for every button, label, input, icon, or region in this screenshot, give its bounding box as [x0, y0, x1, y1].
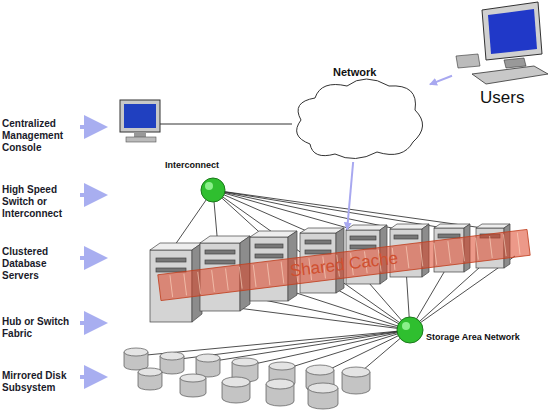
- users-computer: Users: [452, 0, 552, 112]
- connector-arrow: [347, 162, 353, 229]
- console-link: [160, 124, 292, 125]
- storage-area-network: Storage Area Network: [396, 316, 556, 346]
- side-label: Hub or Switch Fabric: [2, 316, 72, 340]
- mirrored-disks: [124, 348, 370, 409]
- node-label: Interconnect: [165, 160, 219, 170]
- network-cloud-shape: [285, 64, 430, 162]
- side-label: Centralized Management Console: [2, 118, 76, 154]
- connector-arrow: [430, 76, 452, 85]
- node-label: Users: [480, 88, 524, 108]
- node-label: Storage Area Network: [426, 332, 520, 342]
- side-label: High Speed Switch or Interconnect: [2, 184, 68, 220]
- network-cloud: Network: [285, 64, 430, 162]
- side-arrows: [80, 127, 104, 377]
- console-monitor: [120, 100, 160, 142]
- side-label: Clustered Database Servers: [2, 246, 68, 282]
- node-label: Network: [333, 66, 376, 78]
- interconnect-switch: Interconnect: [165, 160, 229, 204]
- side-label: Mirrored Disk Subsystem: [2, 370, 68, 394]
